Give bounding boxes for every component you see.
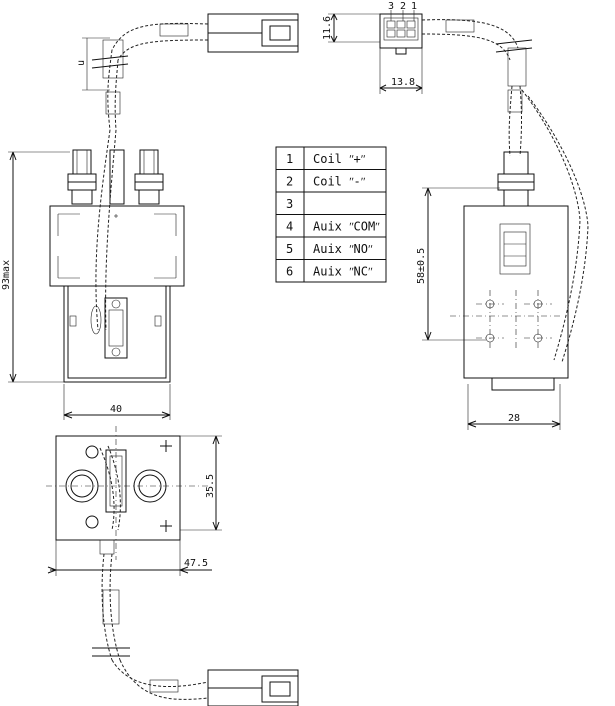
body-width-label: 40 xyxy=(110,404,122,415)
connector-width-label: 13.8 xyxy=(391,77,415,88)
pin-no-6: 6 xyxy=(286,265,293,279)
top-connector xyxy=(207,13,299,53)
height-max-label: 93max xyxy=(1,260,12,290)
pin-number-3: 3 xyxy=(388,1,394,12)
pin-no-1: 1 xyxy=(286,152,293,166)
front-view: u xyxy=(1,13,299,420)
pin-number-1: 1 xyxy=(411,1,417,12)
pin-table: 1 Coil ʺ+ʺ 2 Coil ʺ-ʺ 3 4 Auix ʺCOMʺ 5 A… xyxy=(275,146,387,283)
side-view: 58±0.5 28 xyxy=(416,19,589,430)
bottom-view: 35.5 47.5 xyxy=(46,426,299,706)
pin-number-2: 2 xyxy=(400,1,406,12)
pin-no-4: 4 xyxy=(286,220,293,234)
pin-no-3: 3 xyxy=(286,197,293,211)
front-body xyxy=(49,205,185,287)
mount-height-label: 58±0.5 xyxy=(416,248,427,284)
pin-label-1: Coil ʺ+ʺ xyxy=(313,152,366,166)
pin-no-2: 2 xyxy=(286,175,293,189)
right-stud xyxy=(134,149,164,205)
base-width-label: 47.5 xyxy=(184,558,208,569)
bottom-connector xyxy=(207,669,299,706)
left-stud xyxy=(67,149,97,205)
mount-width-label: 28 xyxy=(508,413,520,424)
connector-detail: 3 2 1 11.6 13.8 xyxy=(322,1,423,94)
base-height-label: 35.5 xyxy=(205,474,216,498)
pin-label-4: Auix ʺCOMʺ xyxy=(313,220,380,234)
pin-label-6: Auix ʺNCʺ xyxy=(313,265,373,279)
pin-label-5: Auix ʺNOʺ xyxy=(313,242,373,256)
connector-height-label: 11.6 xyxy=(322,16,333,40)
pin-label-2: Coil ʺ-ʺ xyxy=(313,175,366,189)
pin-no-5: 5 xyxy=(286,242,293,256)
wire-length-label: u xyxy=(76,60,87,66)
